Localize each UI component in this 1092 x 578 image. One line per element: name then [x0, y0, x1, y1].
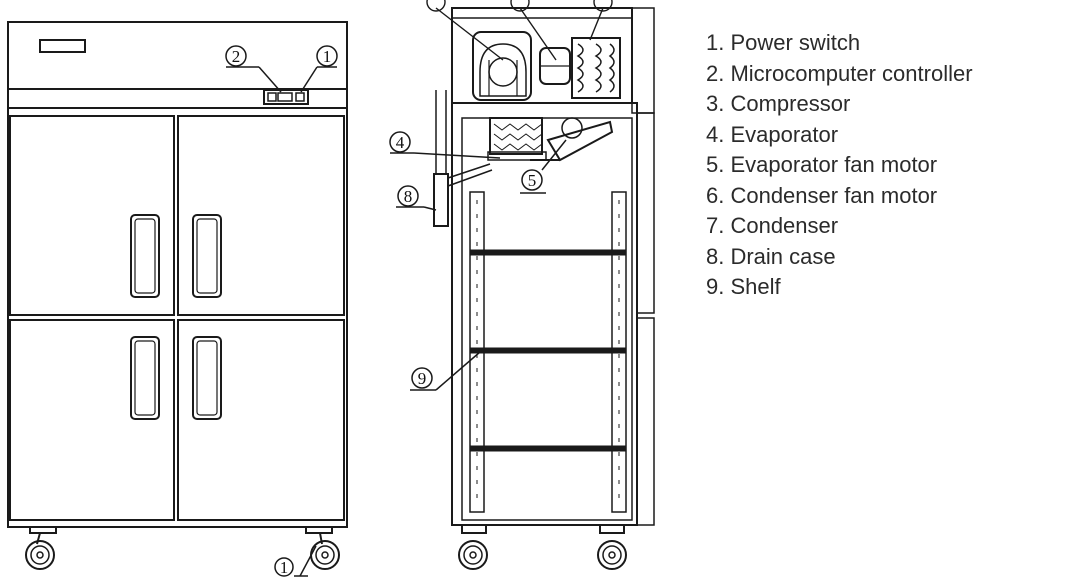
- door-bottom-left: [9, 319, 175, 521]
- callout-side-evaporator: 4: [389, 131, 501, 159]
- evaporator: [487, 117, 547, 161]
- callout-front-caster-switch: 1: [274, 545, 317, 577]
- legend-item-condenser: 7. Condenser: [706, 213, 839, 238]
- callout-side-shelf: 9: [410, 351, 481, 391]
- legend-item-compressor: 3. Compressor: [706, 91, 851, 116]
- component-legend: 1. Power switch 2. Microcomputer control…: [706, 28, 973, 303]
- callout-front-power-switch: 1: [300, 45, 338, 93]
- legend-item-evaporator-fan-motor: 5. Evaporator fan motor: [706, 152, 938, 177]
- condenser-fan-motor: [539, 47, 571, 85]
- side-caster-right: [597, 524, 627, 570]
- callout-side-fan-motor: 5: [520, 139, 567, 194]
- legend-item-evaporator: 4. Evaporator: [706, 121, 839, 147]
- door-handles: [130, 214, 222, 420]
- door-top-left: [9, 115, 175, 316]
- drain-case: [433, 90, 493, 227]
- machine-compartment: [451, 7, 633, 104]
- side-caster-left: [458, 524, 488, 570]
- callout-label-1: 1: [323, 47, 332, 66]
- callout-front-controller: 2: [225, 45, 282, 93]
- compressor: [472, 31, 532, 101]
- door-top-right: [177, 115, 345, 316]
- legend-item-drain-case: 8. Drain case: [706, 243, 836, 269]
- legend-item-condenser-fan-motor: 6. Condenser fan motor: [706, 182, 938, 208]
- front-caster-left: [25, 526, 57, 570]
- control-panel: [263, 89, 309, 105]
- front-caster-right: [305, 526, 340, 570]
- callout-side-drain-case: 8: [396, 185, 437, 211]
- condenser: [571, 37, 621, 99]
- legend-item-power-switch: 1. Power switch: [706, 30, 861, 55]
- door-bottom-right: [177, 319, 345, 521]
- callout-label-2: 2: [232, 47, 241, 66]
- shelves: [469, 249, 627, 452]
- legend-item-shelf: 9. Shelf: [706, 274, 781, 299]
- front-cabinet: [7, 21, 348, 528]
- callout-label-5: 5: [528, 171, 537, 190]
- legend-item-controller: 2. Microcomputer controller: [706, 60, 973, 86]
- front-display-slot: [39, 39, 86, 53]
- callout-label-9: 9: [418, 369, 427, 388]
- callout-label-4: 4: [396, 133, 405, 152]
- callout-label-8: 8: [404, 187, 413, 206]
- callout-label-1-bottom: 1: [280, 558, 289, 577]
- front-view: 2 1 1: [7, 21, 348, 577]
- side-view: 4 5 8 9: [389, 0, 655, 570]
- side-cabinet: [451, 102, 638, 526]
